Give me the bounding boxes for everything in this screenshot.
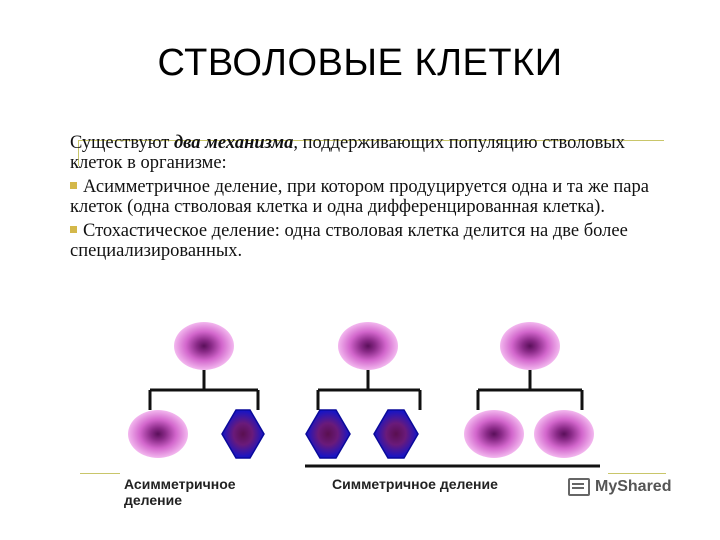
stem-cell-icon — [338, 322, 398, 370]
differentiated-cell-icon — [221, 409, 265, 459]
intro-before: Существуют — [70, 133, 174, 153]
stem-cell-icon — [500, 322, 560, 370]
intro-emphasis: два механизма — [173, 133, 294, 153]
bullet-text-2: Стохастическое деление: одна стволовая к… — [70, 221, 628, 261]
differentiated-cell-icon — [373, 409, 419, 459]
bottom-rule-right — [608, 473, 666, 474]
bullet-icon — [70, 182, 77, 189]
watermark-text: MyShared — [595, 478, 672, 495]
stem-cell-icon — [464, 410, 524, 458]
bullet-item-1: Асимметричное деление, при котором проду… — [70, 177, 670, 217]
tree-connectors — [148, 370, 600, 468]
asymmetric-label-line1: Асимметричное — [124, 476, 236, 492]
top-rule — [78, 140, 664, 141]
asymmetric-label: Асимметричное деление — [124, 476, 236, 508]
stem-cell-icon — [534, 410, 594, 458]
watermark: MyShared — [568, 478, 671, 496]
asymmetric-label-line2: деление — [124, 492, 183, 508]
symmetric-label: Симметричное деление — [332, 476, 498, 492]
intro-after: , поддерживающих популяцию стволовых кле… — [70, 133, 625, 173]
differentiated-cell-icon — [305, 409, 351, 459]
presentation-icon — [568, 478, 590, 496]
body-text: Существуют два механизма, поддерживающих… — [70, 133, 670, 265]
bottom-rule-left — [80, 473, 120, 474]
stem-cell-icon — [174, 322, 234, 370]
bullet-icon — [70, 226, 77, 233]
left-rule — [78, 140, 79, 166]
slide-title: СТВОЛОВЫЕ КЛЕТКИ — [157, 42, 563, 84]
stem-cell-icon — [128, 410, 188, 458]
intro-paragraph: Существуют два механизма, поддерживающих… — [70, 133, 670, 173]
bullet-item-2: Стохастическое деление: одна стволовая к… — [70, 221, 670, 261]
bullet-text-1: Асимметричное деление, при котором проду… — [70, 177, 649, 217]
